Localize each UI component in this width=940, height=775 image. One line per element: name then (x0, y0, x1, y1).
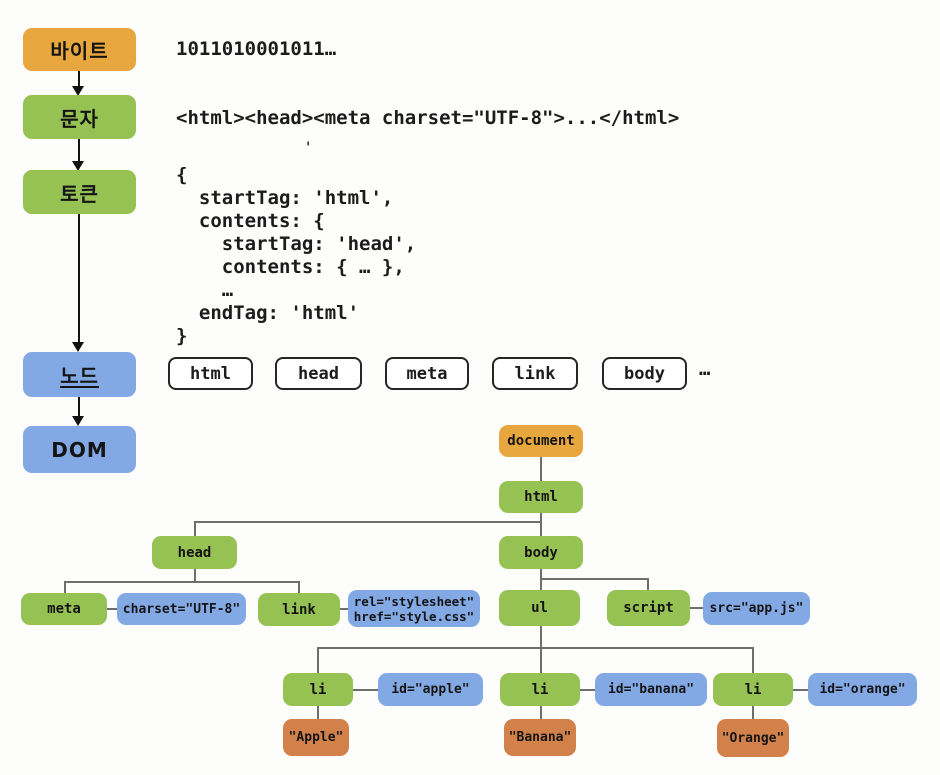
connector-line (353, 689, 378, 691)
node-pill-head: head (275, 357, 362, 390)
node-pill-link-label: link (514, 363, 556, 384)
connector-line (540, 513, 542, 536)
node-pill-link: link (492, 357, 578, 390)
connector-line (690, 607, 703, 609)
tree-text-banana: "Banana" (504, 719, 576, 756)
node-pill-html: html (168, 357, 253, 390)
step-bytes-label: 바이트 (50, 39, 109, 63)
step-characters-label: 문자 (60, 106, 99, 131)
tree-attr-id-apple: id="apple" (378, 673, 483, 706)
connector-line (647, 578, 649, 590)
step-characters: 문자 (23, 95, 136, 139)
connector-line (540, 706, 542, 719)
tree-node-meta: meta (21, 593, 107, 625)
token-object-code-block: { startTag: 'html', contents: { startTag… (176, 164, 417, 347)
connector-line (194, 521, 196, 536)
tree-node-html: html (499, 481, 583, 513)
tree-attr-src: src="app.js" (703, 592, 810, 625)
connector-line (317, 647, 319, 673)
connector-line (298, 581, 300, 593)
tree-node-document: document (499, 425, 583, 457)
step-bytes: 바이트 (23, 28, 136, 71)
step-nodes-label: 노드 (60, 364, 99, 388)
tree-node-body: body (499, 536, 583, 569)
tree-node-script: script (607, 590, 690, 626)
connector-line (540, 578, 648, 580)
tree-node-li-orange: li (713, 673, 793, 706)
connector-line (752, 706, 754, 719)
connector-line (540, 626, 542, 648)
tree-attr-id-banana: id="banana" (595, 673, 707, 706)
step-tokens-label: 토큰 (60, 181, 99, 206)
connector-line (540, 647, 542, 673)
node-pill-meta-label: meta (406, 363, 448, 384)
connector-line (194, 521, 542, 523)
tree-node-li-apple: li (283, 673, 353, 706)
step-tokens: 토큰 (23, 170, 136, 214)
tree-node-head: head (152, 536, 237, 569)
connector-line (340, 608, 348, 610)
tree-attr-charset: charset="UTF-8" (117, 593, 246, 625)
tree-node-link: link (258, 593, 340, 626)
connector-line (64, 581, 66, 593)
connector-line (793, 689, 808, 691)
connector-line (752, 647, 754, 673)
connector-line (107, 608, 117, 610)
tree-node-li-banana: li (500, 673, 580, 706)
connector-line (64, 581, 300, 583)
connector-line (580, 689, 595, 691)
node-pill-body: body (602, 357, 687, 390)
tree-attr-id-orange: id="orange" (808, 673, 917, 706)
connector-line (317, 647, 754, 649)
connector-line (317, 706, 319, 719)
node-pill-head-label: head (298, 363, 339, 384)
tree-text-orange: "Orange" (717, 719, 789, 757)
node-pill-meta: meta (385, 357, 469, 390)
html-source-sample-text: <html><head><meta charset="UTF-8">...</h… (176, 107, 680, 129)
connector-line (194, 569, 196, 582)
tree-text-apple: "Apple" (283, 719, 349, 756)
connector-line (540, 457, 542, 481)
step-dom: DOM (23, 426, 136, 473)
step-nodes: 노드 (23, 352, 136, 397)
step-dom-label: DOM (51, 437, 108, 462)
node-row-ellipsis: … (699, 358, 711, 380)
node-pill-body-label: body (624, 363, 665, 384)
scan-artifact-mark: ' (306, 140, 311, 156)
node-pill-html-label: html (190, 363, 231, 384)
bytes-sample-text: 1011010001011… (176, 38, 337, 60)
tree-attr-rel-href: rel="stylesheet" href="style.css" (348, 590, 480, 627)
tree-node-ul: ul (499, 590, 580, 626)
